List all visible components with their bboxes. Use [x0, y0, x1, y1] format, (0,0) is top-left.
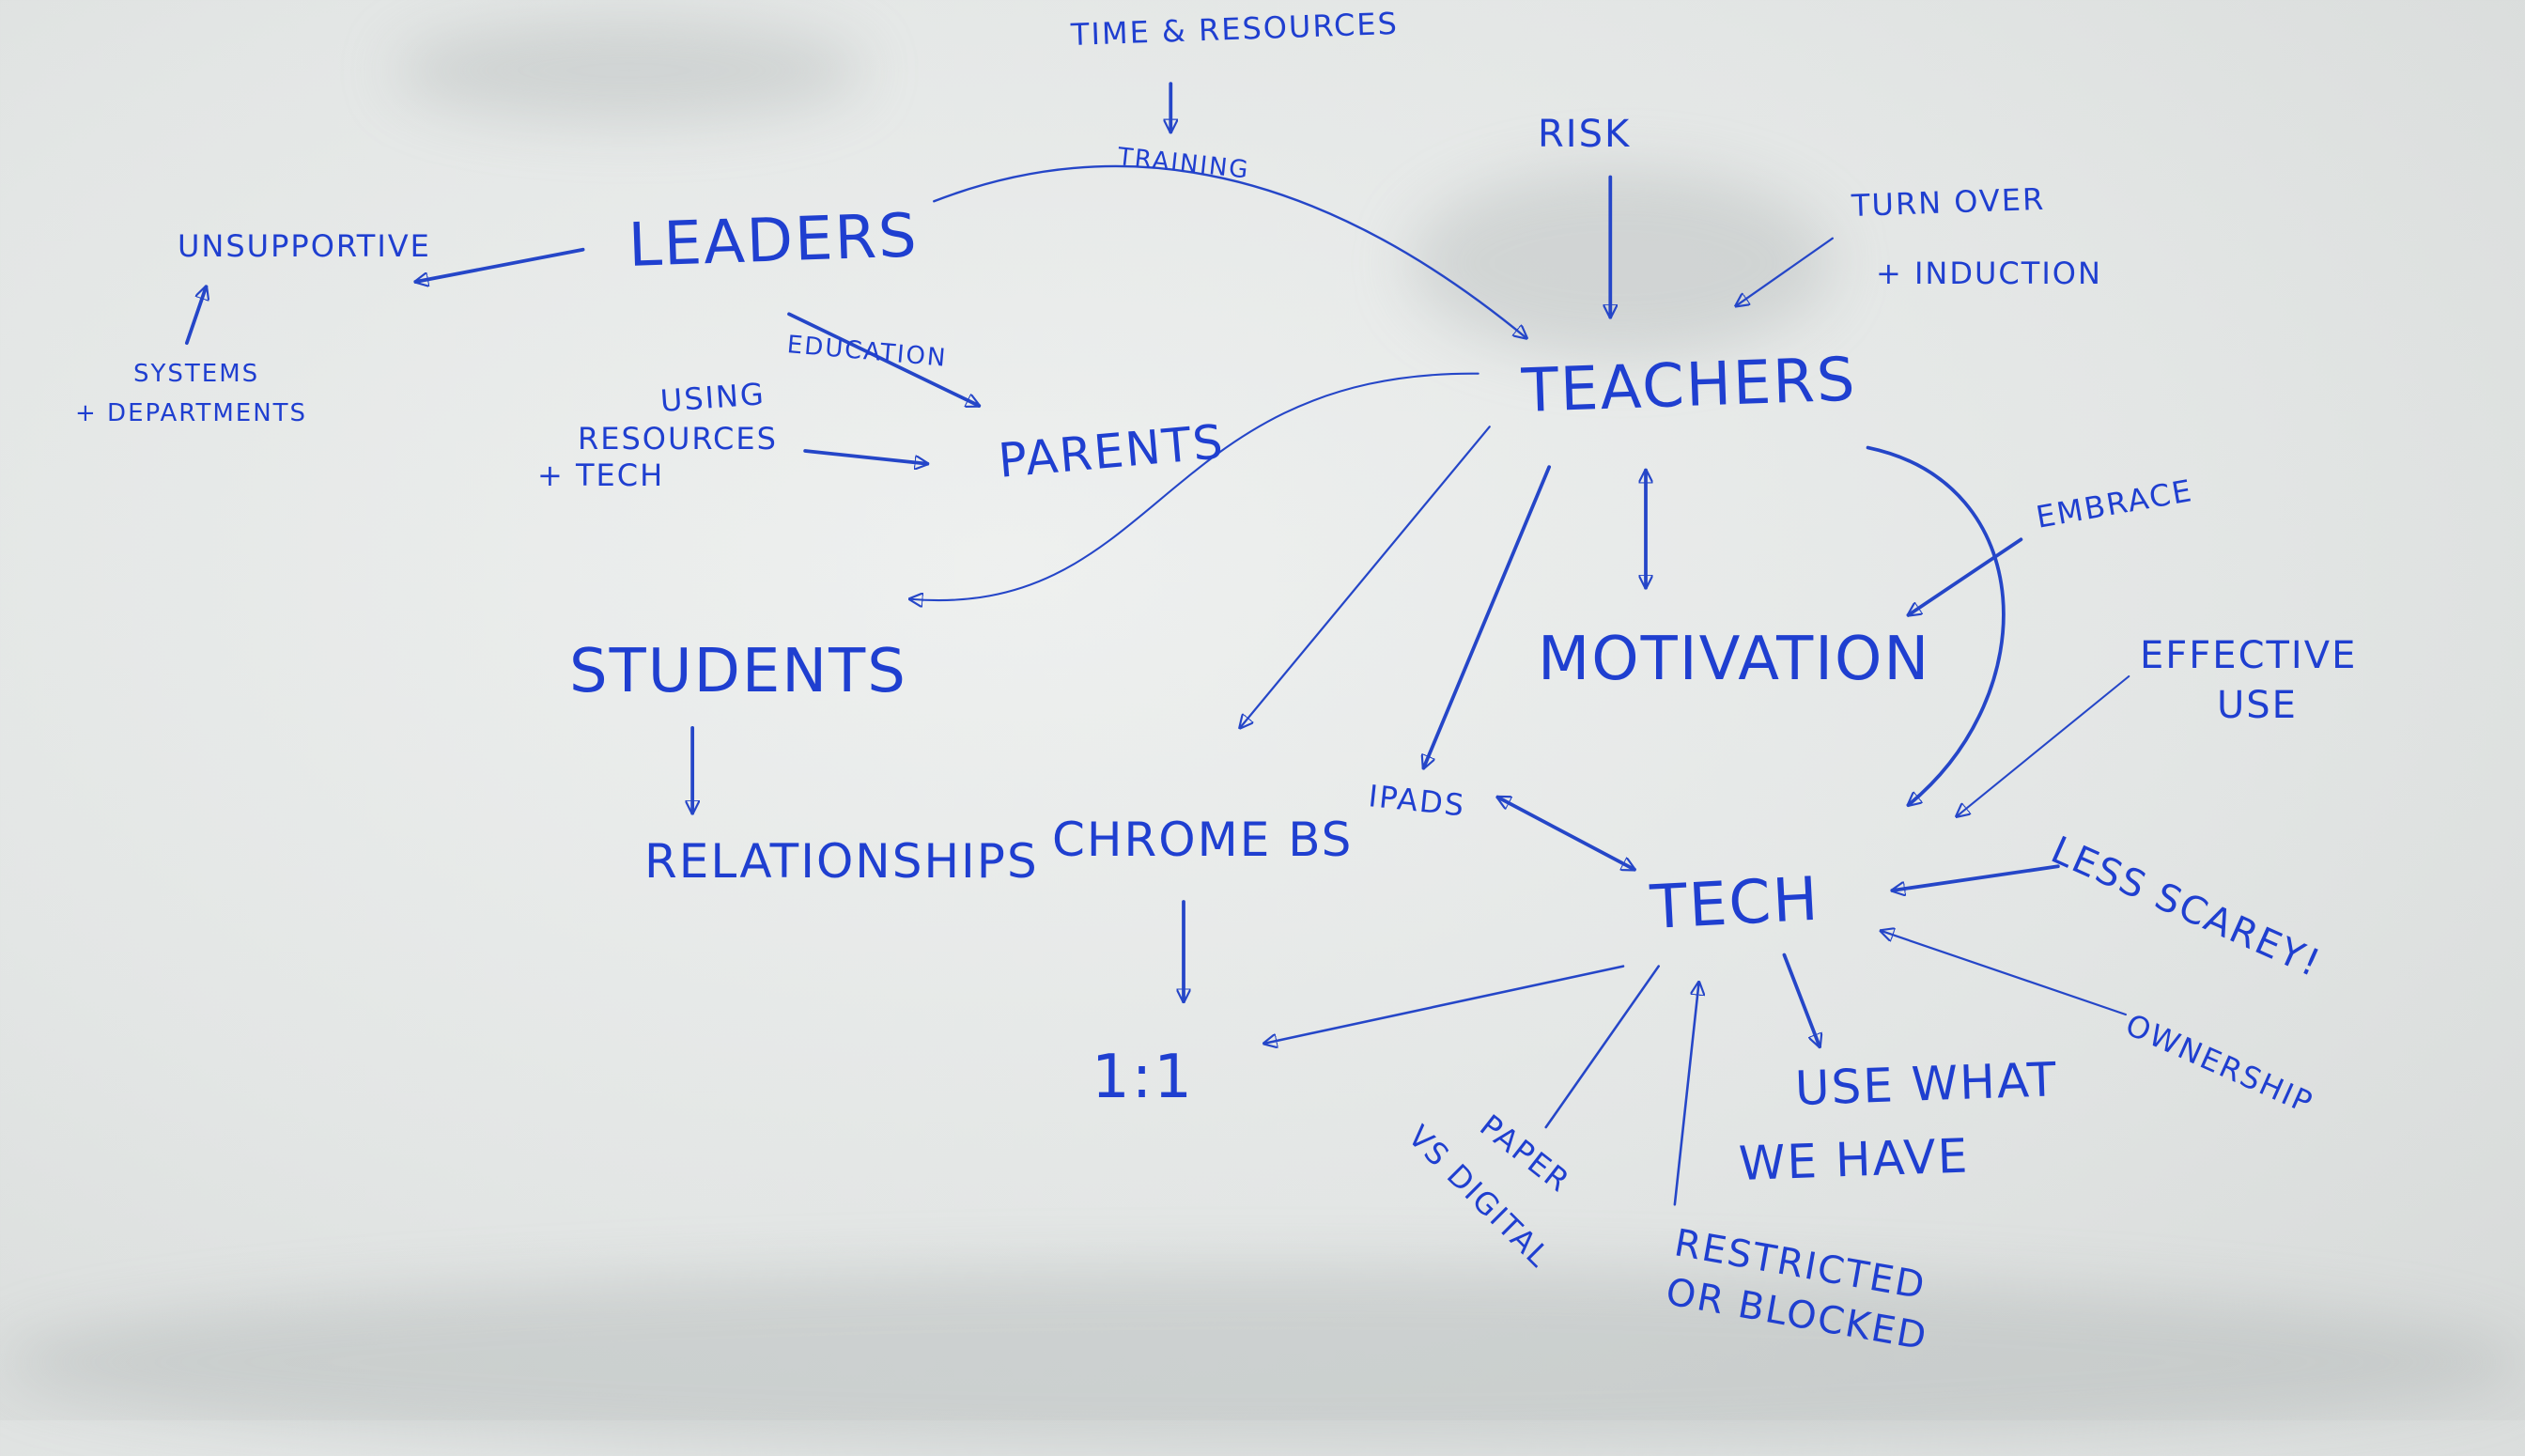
label-use-what: USE WHAT: [1793, 1052, 2059, 1116]
arrow-effective-to-tech: [1957, 674, 2130, 816]
arrow-using-to-parents: [803, 449, 927, 464]
arrow-restricted-to-tech: [1673, 983, 1699, 1206]
label-departments: + DEPARTMENTS: [75, 399, 308, 427]
label-risk: RISK: [1538, 113, 1632, 156]
arrow-tech-to-one-to-one: [1264, 965, 1625, 1044]
label-chrome-bs: CHROME BS: [1052, 813, 1354, 867]
label-resources: RESOURCES: [578, 421, 778, 457]
label-leaders: LEADERS: [627, 201, 920, 281]
eraser-smudge: [395, 19, 864, 122]
label-induction: + INDUCTION: [1876, 256, 2102, 291]
label-teachers: TEACHERS: [1520, 345, 1858, 426]
label-plus-tech: + TECH: [537, 457, 665, 493]
label-relationships: RELATIONSHIPS: [644, 834, 1039, 889]
label-tech: TECH: [1649, 864, 1822, 943]
label-students: STUDENTS: [569, 637, 907, 706]
line-tech-to-paper: [1544, 965, 1660, 1129]
arrow-turnover-to-teachers: [1736, 237, 1834, 306]
arrow-less-scarey-to-tech: [1892, 864, 2060, 891]
arrow-leaders-to-unsupportive: [415, 247, 585, 282]
label-we-have: WE HAVE: [1737, 1128, 1971, 1191]
label-use: USE: [2217, 684, 2298, 727]
arrow-leaders-to-parents: [787, 312, 979, 406]
eraser-smudge: [1409, 169, 1832, 357]
arrow-ownership-to-tech: [1881, 931, 2127, 1016]
arrow-systems-to-unsupportive: [184, 287, 207, 346]
arrow-teachers-to-ipads: [1423, 465, 1552, 768]
arrow-embrace-to-motivation: [1908, 537, 2023, 615]
label-unsupportive: UNSUPPORTIVE: [178, 228, 431, 264]
arrow-tech-to-use-what: [1782, 953, 1820, 1047]
arrow-teachers-to-students: [910, 372, 1479, 600]
label-motivation: MOTIVATION: [1538, 625, 1931, 694]
label-effective: EFFECTIVE: [2140, 634, 2358, 677]
label-using: USING: [658, 376, 767, 419]
arrow-ipads-tech: [1497, 795, 1634, 872]
arrow-teachers-to-tech: [1866, 445, 2006, 806]
label-one-to-one: 1:1: [1092, 1043, 1194, 1112]
arrow-training-to-teachers: [933, 164, 1526, 338]
label-systems: SYSTEMS: [133, 360, 260, 388]
arrow-teachers-to-chromebs: [1240, 426, 1491, 728]
diagram-arrows: [184, 82, 2130, 1206]
label-turn-over: TURN OVER: [1851, 180, 2046, 224]
